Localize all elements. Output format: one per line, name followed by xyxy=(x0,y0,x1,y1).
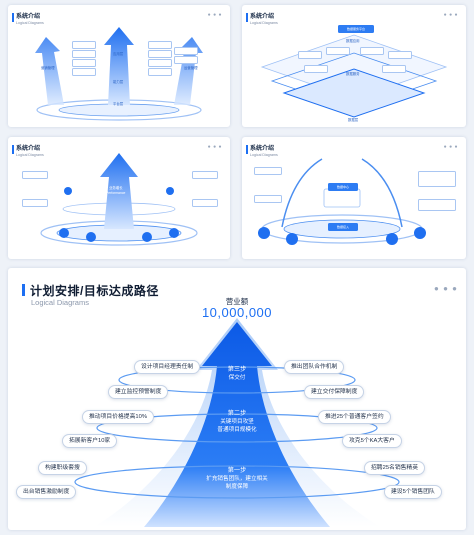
mini-box xyxy=(192,199,218,207)
mini-box xyxy=(304,65,328,73)
mini-box xyxy=(382,65,406,73)
left-item: 建立监控预警制度 xyxy=(108,385,169,399)
mini-box xyxy=(148,50,172,58)
more-dots-icon: ● ● ● xyxy=(207,144,222,150)
left-item: 设计项目经理责任制 xyxy=(134,360,201,374)
center-label: 平台层 xyxy=(113,102,124,106)
stage-2: 第二步 关键项目攻坚 普通项目规模化 xyxy=(197,410,277,434)
thumbnail-card-2[interactable]: 系统介绍 Logical Diagrams ● ● ● 数据服务平台 数据应用 … xyxy=(242,5,466,127)
mini-box xyxy=(388,51,412,59)
layer-label: 数据层 xyxy=(348,118,359,122)
title-accent-bar xyxy=(22,284,25,296)
mini-box xyxy=(192,171,218,179)
stage-name: 第二步 xyxy=(227,410,247,417)
title-accent-bar xyxy=(246,13,248,22)
stage-text: 保交付 xyxy=(228,375,246,381)
arrow-label: 业务增长 xyxy=(109,186,123,190)
center-label: 能力层 xyxy=(113,80,124,84)
title-accent-bar xyxy=(246,145,248,154)
stage-text: 普通项目规模化 xyxy=(217,427,257,433)
mini-box xyxy=(72,50,96,58)
more-dots-icon: ● ● ● xyxy=(207,12,222,18)
thumbnail-subtitle: Logical Diagrams xyxy=(16,153,44,157)
right-item: 攻克5个KA大客户 xyxy=(342,434,402,448)
mini-box xyxy=(72,68,96,76)
page-title: 计划安排/目标达成路径 xyxy=(30,284,159,298)
left-item: 构建职级套搜 xyxy=(38,461,87,475)
thumbnail-subtitle: Logical Diagrams xyxy=(250,153,278,157)
thumbnail-card-3[interactable]: 系统介绍 Logical Diagrams ● ● ● 业务增长 Perform… xyxy=(8,137,230,259)
left-item: 推动项目价格提高10% xyxy=(82,410,154,424)
goal-label: 营业额 xyxy=(225,297,249,306)
center-box: 数据接入 xyxy=(328,223,358,231)
right-item: 建设5个销售团队 xyxy=(384,485,442,499)
thumbnail-header: 系统介绍 Logical Diagrams xyxy=(250,11,278,25)
more-dots-icon: ● ● ● xyxy=(443,12,458,18)
mini-box xyxy=(22,171,48,179)
right-item: 招聘25名销售精英 xyxy=(364,461,426,475)
stage-1: 第一步 扩充销售团队，建立相关 制度保障 xyxy=(192,467,282,491)
thumbnail-subtitle: Logical Diagrams xyxy=(16,21,44,25)
arrow-label: Performance xyxy=(106,191,126,195)
left-item: 出台销售激励制度 xyxy=(16,485,77,499)
layer-label: 数据服务 xyxy=(346,72,360,76)
page-subtitle: Logical Diagrams xyxy=(31,298,89,307)
mini-box xyxy=(360,47,384,55)
mini-box xyxy=(72,41,96,49)
top-platform-label: 数据服务平台 xyxy=(338,25,374,33)
center-box: 数据中心 xyxy=(328,183,358,191)
mini-box xyxy=(148,59,172,67)
stage-text: 扩充销售团队，建立相关 xyxy=(206,476,268,482)
right-item: 推出团队合作机制 xyxy=(284,360,345,374)
thumbnail-card-1[interactable]: 系统介绍 Logical Diagrams ● ● ● 应用层 能力层 平台层 … xyxy=(8,5,230,127)
mini-box xyxy=(22,199,48,207)
thumbnail-title: 系统介绍 xyxy=(250,146,275,152)
thumbnail-header: 系统介绍 Logical Diagrams xyxy=(16,143,44,157)
mini-box xyxy=(148,68,172,76)
thumbnail-title: 系统介绍 xyxy=(250,14,275,20)
more-dots-icon: ● ● ● xyxy=(434,284,458,293)
stage-name: 第一步 xyxy=(227,467,247,474)
thumbnail-header: 系统介绍 Logical Diagrams xyxy=(250,143,278,157)
right-item: 建立交付保障制度 xyxy=(304,385,365,399)
thumbnail-title: 系统介绍 xyxy=(16,14,41,20)
more-dots-icon: ● ● ● xyxy=(443,144,458,150)
title-accent-bar xyxy=(12,13,14,22)
mini-box xyxy=(326,47,350,55)
stage-text: 关键项目攻坚 xyxy=(220,419,254,425)
title-accent-bar xyxy=(12,145,14,154)
thumbnail-3-graphic xyxy=(40,153,198,246)
mini-box xyxy=(254,195,282,203)
mini-box xyxy=(418,199,456,211)
thumbnail-header: 系统介绍 Logical Diagrams xyxy=(16,11,44,25)
left-item: 拓展新客户10家 xyxy=(62,434,118,448)
thumbnail-subtitle: Logical Diagrams xyxy=(250,21,278,25)
center-label: 应用层 xyxy=(113,52,124,56)
mini-box xyxy=(174,47,198,55)
side-label: 运营管理 xyxy=(184,66,198,70)
mini-box xyxy=(148,41,172,49)
stage-text: 制度保障 xyxy=(225,484,249,490)
thumbnail-title: 系统介绍 xyxy=(16,146,41,152)
layer-label: 数据应用 xyxy=(346,39,360,43)
mini-box xyxy=(418,171,456,187)
right-item: 推进25个普通客户签约 xyxy=(318,410,391,424)
stage-name: 第三步 xyxy=(227,366,247,373)
mini-box xyxy=(298,51,322,59)
mini-box xyxy=(174,56,198,64)
side-label: 营销管理 xyxy=(41,66,55,70)
thumbnail-card-4[interactable]: 系统介绍 Logical Diagrams ● ● ● 数据中心 数据接入 xyxy=(242,137,466,259)
stage-3: 第三步 保交付 xyxy=(197,366,277,382)
mini-box xyxy=(254,167,282,175)
goal-value: 10,000,000 xyxy=(201,305,273,320)
mini-box xyxy=(72,59,96,67)
